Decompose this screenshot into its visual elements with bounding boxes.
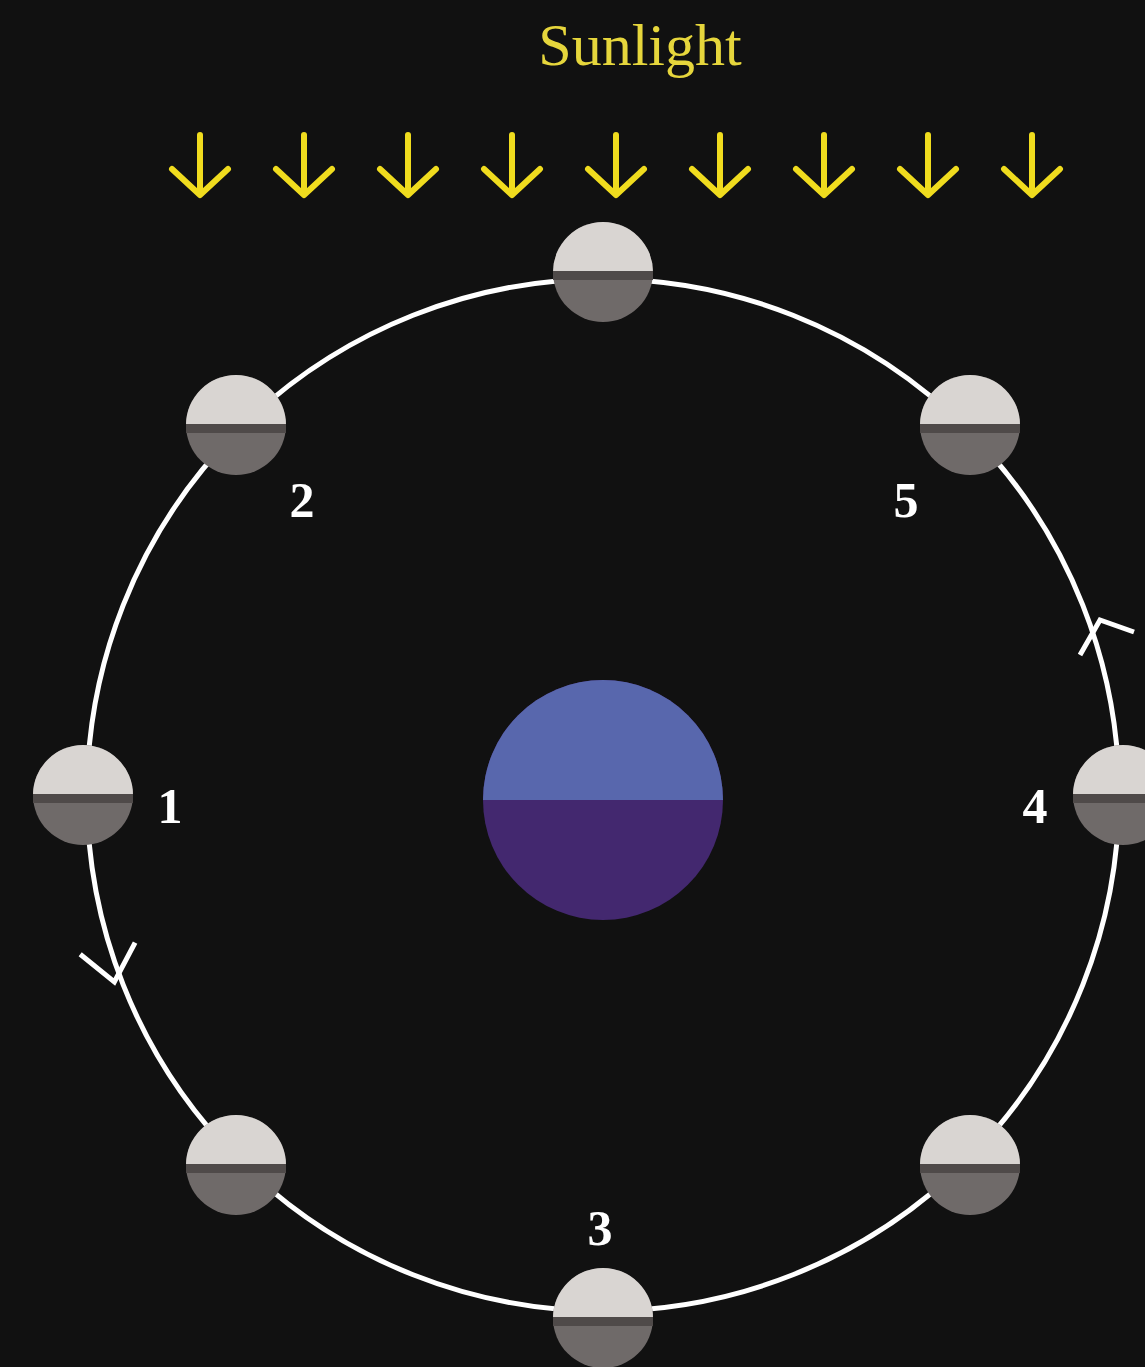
direction-chevron xyxy=(80,943,140,986)
callout-number: 4 xyxy=(1023,781,1048,831)
direction-chevron xyxy=(1080,620,1134,655)
earth xyxy=(483,680,723,920)
sunlight-label: Sunlight xyxy=(538,15,741,75)
moon-positions xyxy=(33,222,1145,1367)
callout-number: 5 xyxy=(894,475,919,525)
callout-number: 1 xyxy=(158,781,183,831)
callout-number: 2 xyxy=(290,475,315,525)
callout-number: 3 xyxy=(588,1203,613,1253)
sunlight-arrows xyxy=(172,135,1060,195)
orbit-path xyxy=(87,279,1119,1311)
